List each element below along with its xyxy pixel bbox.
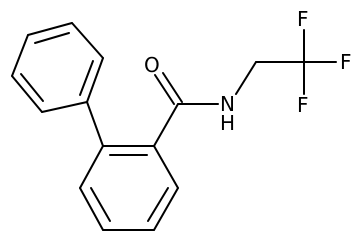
oxygen-atom-label: O xyxy=(144,53,160,77)
bond-ring1-double-c xyxy=(20,73,44,102)
bond-ring1-6 xyxy=(11,34,29,77)
bond-ring1-2 xyxy=(71,22,104,59)
bond-ring1-double-b xyxy=(79,60,94,96)
bond-ring2-5 xyxy=(79,187,104,231)
fluorine-bottom-label: F xyxy=(297,93,309,117)
hydrogen-atom-label: H xyxy=(220,111,235,135)
bottom-benzene-ring xyxy=(79,145,179,231)
bond-ring1-4 xyxy=(41,101,88,113)
bond-n-to-ch2 xyxy=(235,61,257,95)
bond-ring2-3 xyxy=(153,187,179,231)
bond-ring1-1 xyxy=(27,22,73,36)
bond-ring2-6 xyxy=(79,145,104,189)
bond-ring2-2 xyxy=(153,145,179,189)
nitrogen-atom-label: N xyxy=(220,92,235,116)
fluorine-top-label: F xyxy=(297,7,309,31)
bond-carbonyl-double-1 xyxy=(154,74,175,105)
bond-ring1-5 xyxy=(11,75,43,113)
bond-ring-to-carbonyl xyxy=(153,103,179,147)
bond-ring2-double-c xyxy=(90,187,111,222)
bond-ring1-double-a xyxy=(34,32,70,44)
fluorine-right-label: F xyxy=(340,50,352,74)
bond-carbonyl-double-2 xyxy=(162,72,183,103)
top-phenyl-ring xyxy=(11,22,104,113)
bond-ring1-3 xyxy=(86,57,104,103)
bond-ring2-double-b xyxy=(147,187,169,222)
bond-biaryl xyxy=(86,101,104,147)
